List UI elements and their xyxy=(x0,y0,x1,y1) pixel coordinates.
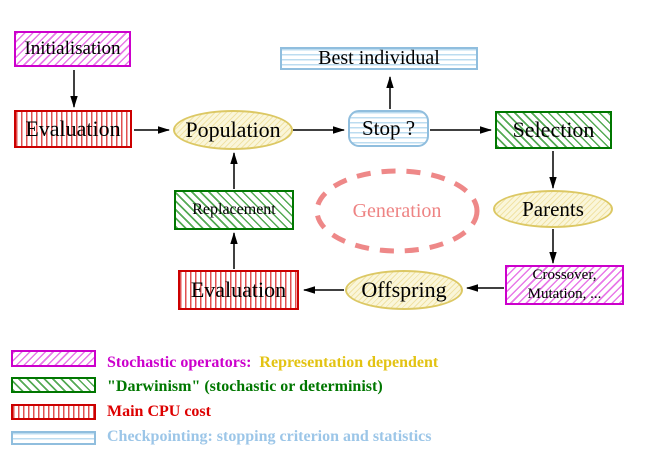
node-initialisation: Initialisation xyxy=(14,31,131,67)
generation-dashed-ellipse xyxy=(314,168,480,254)
node-evaluation-bottom: Evaluation xyxy=(178,270,299,310)
legend-label-stochastic-operators: Stochastic operators: Representation depe… xyxy=(107,354,438,372)
node-selection: Selection xyxy=(495,111,612,149)
node-population: Population xyxy=(173,110,293,150)
node-replacement: Replacement xyxy=(174,190,294,230)
node-stop: Stop ? xyxy=(348,110,429,147)
legend-swatch-stochastic-operators xyxy=(11,350,96,367)
legend-label-stochastic-primary: Stochastic operators: xyxy=(107,354,252,371)
legend-swatch-main-cpu-cost xyxy=(11,404,96,420)
legend-label-main-cpu-cost: Main CPU cost xyxy=(107,403,211,420)
crossover-line2: Mutation, ... xyxy=(527,286,602,302)
node-evaluation-top: Evaluation xyxy=(14,110,132,148)
legend-swatch-darwinism xyxy=(11,377,96,393)
legend-swatch-checkpointing xyxy=(11,431,96,445)
node-parents: Parents xyxy=(493,190,613,228)
legend-label-checkpointing: Checkpointing: stopping criterion and st… xyxy=(107,428,432,445)
legend-label-stochastic-secondary: Representation dependent xyxy=(259,354,439,371)
crossover-line1: Crossover, xyxy=(532,267,597,284)
node-offspring: Offspring xyxy=(345,270,463,310)
legend-label-darwinism: "Darwinism" (stochastic or determinist) xyxy=(107,378,383,395)
node-crossover-mutation: Crossover, Mutation, ... xyxy=(505,265,624,305)
node-best-individual: Best individual xyxy=(280,47,478,70)
generation-label: Generation xyxy=(352,200,442,222)
